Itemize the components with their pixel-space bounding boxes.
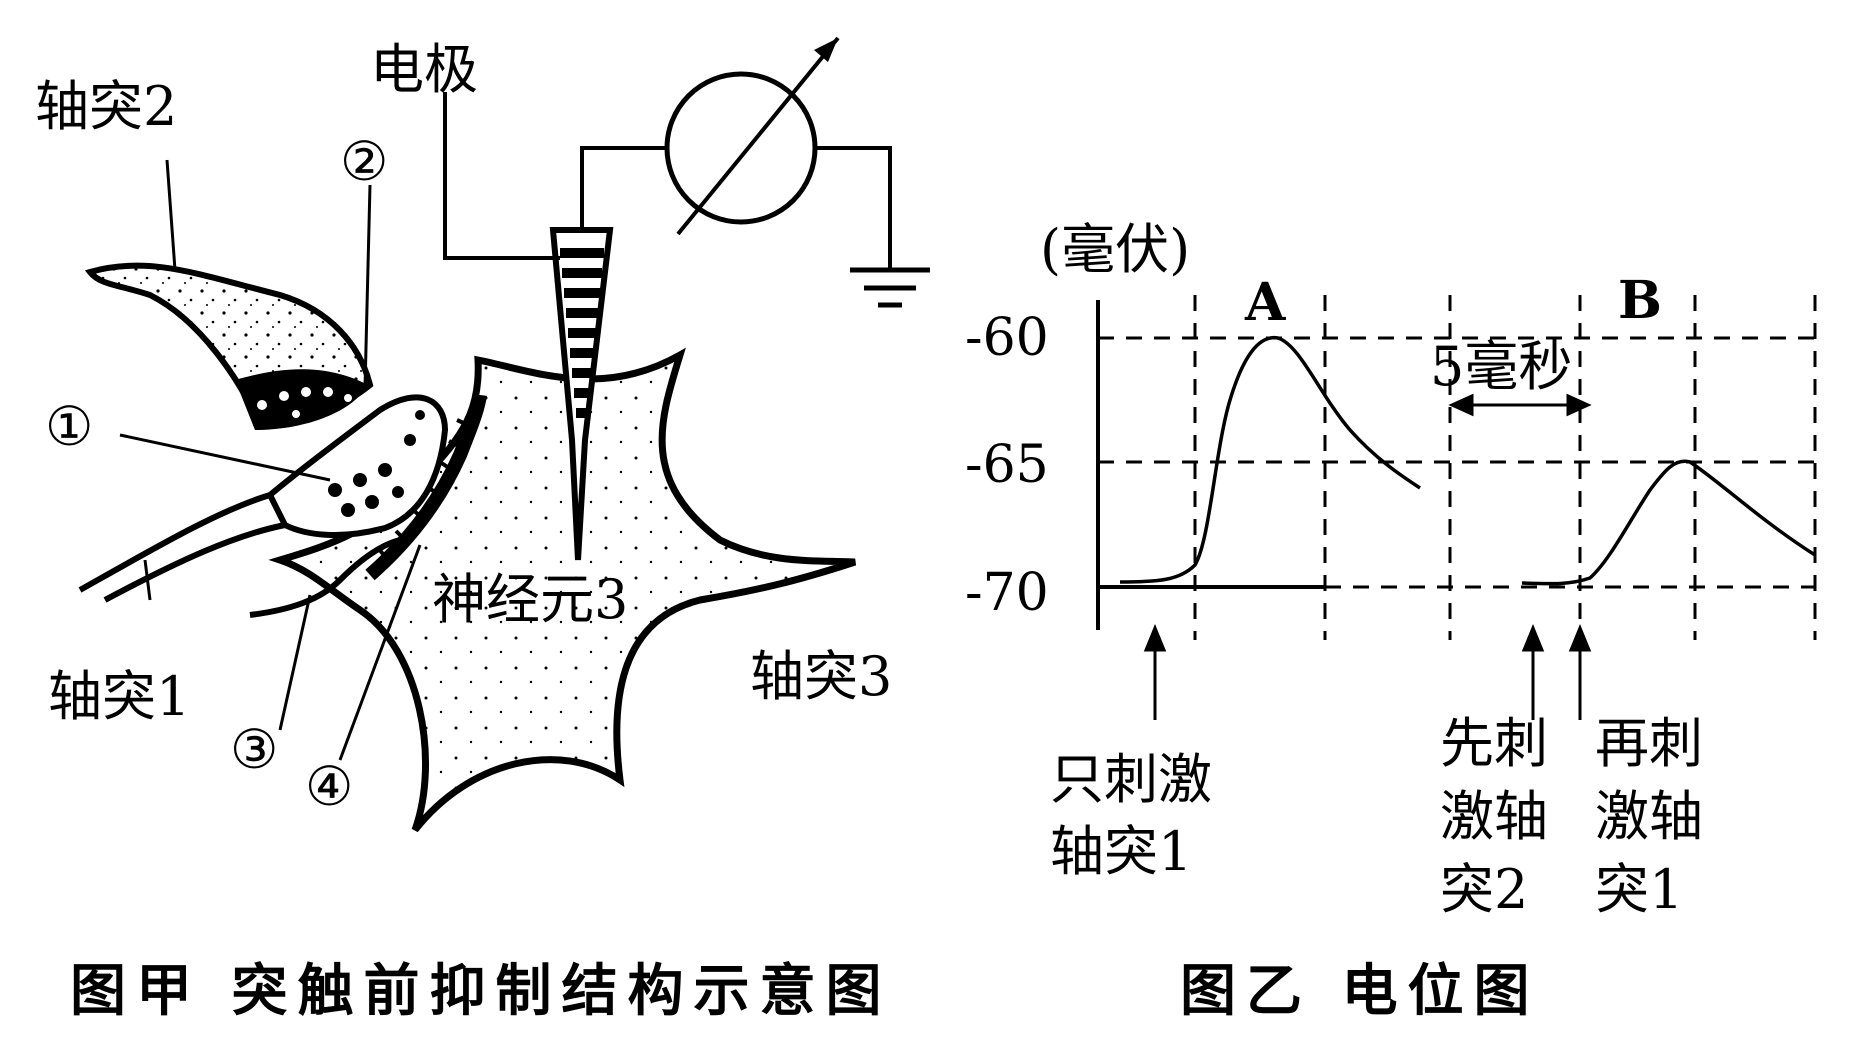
label-axon2: 轴突2 [35,75,177,138]
series-b-line [1521,459,1816,586]
stim-label-2-line2: 激轴 [1440,785,1548,848]
stim-label-3: 再刺 激轴 突1 [1595,712,1703,921]
stim-label-1: 只刺激 轴突1 [1050,748,1212,883]
leader-lines [119,159,422,761]
ytick-minus60: -60 [965,308,1049,368]
galvanometer-needle [676,36,840,236]
ytick-minus70: -70 [965,563,1049,623]
electrode-lead [443,92,560,260]
neuron3-body [268,347,857,833]
label-num2: ② [340,130,388,193]
stim-label-1-line2: 轴突1 [1050,820,1192,883]
postsynaptic-membrane [365,393,487,581]
stim-label-3-line1: 再刺 [1595,712,1703,775]
axon1-fiber [78,492,286,603]
ytick-minus65: -65 [965,435,1049,495]
label-num1: ① [45,395,93,458]
figure-jia: 轴突2 ② 电极 ① 轴突1 ③ ④ 神经元3 轴突3 图甲 突触前抑制结构示意… [35,36,930,1024]
label-neuron3: 神经元3 [432,568,628,631]
figure-yi: (毫伏) -60 -65 -70 A B 5毫秒 [965,218,1817,1024]
meter-wire-right [815,146,892,268]
peak-label-a: A [1244,272,1286,333]
electrode-fill [560,248,604,418]
y-unit-label: (毫伏) [1040,218,1190,281]
ground-icon [850,267,930,308]
axon1-vesicles [328,410,425,517]
label-num4: ④ [305,755,353,818]
label-axon3: 轴突3 [750,645,892,708]
label-axon1: 轴突1 [48,665,190,728]
interval-label: 5毫秒 [1430,335,1572,398]
membrane-spines [376,418,471,562]
label-num3: ③ [230,718,278,781]
stim-label-2-line1: 先刺 [1440,712,1548,775]
caption-yi: 图乙 电位图 [1180,958,1540,1024]
label-electrode: 电极 [370,38,478,101]
galvanometer-arrowhead [814,38,838,62]
stim-label-2-line3: 突2 [1440,858,1528,921]
interval-arrow [1448,393,1592,417]
axon2-vesicles [255,385,354,420]
series-a-line [1119,335,1421,584]
stimulus-arrows [1143,624,1592,720]
peak-label-b: B [1618,270,1662,331]
stim-label-3-line2: 激轴 [1595,785,1703,848]
meter-wire-left [580,146,667,230]
stim-label-1-line1: 只刺激 [1050,748,1212,811]
axon2-vesicle-zone [235,369,368,430]
y-tick-labels: -60 -65 -70 [965,308,1049,623]
stim-label-3-line3: 突1 [1595,858,1683,921]
caption-jia: 图甲 突触前抑制结构示意图 [70,958,892,1024]
axon1-terminal [266,394,449,538]
stim-label-2: 先刺 激轴 突2 [1440,712,1548,921]
